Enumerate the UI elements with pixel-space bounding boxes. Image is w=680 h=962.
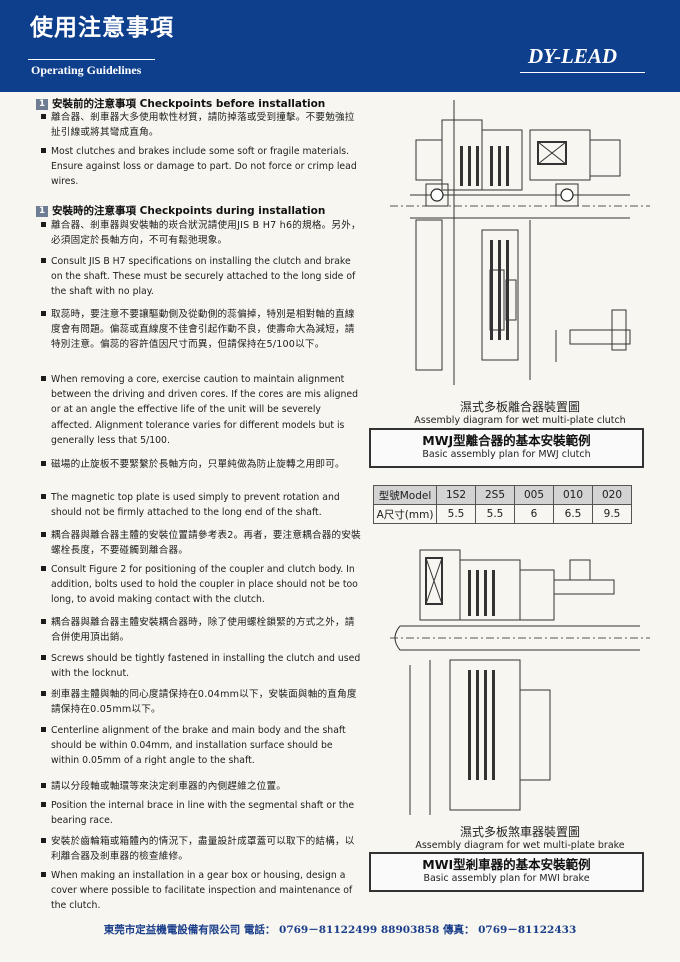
brake-plan-box: MWI型剎車器的基本安裝範例 Basic assembly plan for M… <box>369 852 644 892</box>
brake-assembly-diagram <box>390 549 650 815</box>
bullet-icon <box>41 148 46 153</box>
brand-logo: DY-LEAD <box>528 44 618 68</box>
clutch-assembly-diagram <box>390 100 650 385</box>
brake-caption-en: Assembly diagram for wet multi-plate bra… <box>415 840 625 851</box>
bullet-icon <box>41 619 46 624</box>
table-cell: 6 <box>514 504 554 524</box>
list-item: 取蕊時，要注意不要讓驅動側及從動側的蕊偏掉，特別是相對軸的直線度會有問題。偏蕊或… <box>41 307 361 353</box>
list-item: 耦合器與離合器主體安裝耦合器時，除了使用螺栓鎖緊的方式之外，請合併使用頂出銷。 <box>41 615 361 645</box>
dimension-table: 型號Model 1S2 2S5 005 010 020 A尺寸(mm) 5.5 … <box>373 485 632 524</box>
bullet-icon <box>41 802 46 807</box>
list-item: Screws should be tightly fastened in ins… <box>41 651 361 681</box>
brake-plan-title: MWI型剎車器的基本安裝範例 <box>422 857 591 872</box>
list-item: When making an installation in a gear bo… <box>41 868 361 914</box>
table-cell: 005 <box>514 485 554 505</box>
brake-plan-subtitle: Basic assembly plan for MWI brake <box>423 873 590 884</box>
bullet-icon <box>41 727 46 732</box>
brake-caption: 濕式多板煞車器裝置圖 Assembly diagram for wet mult… <box>400 823 640 851</box>
bullet-icon <box>41 872 46 877</box>
list-item: Centerline alignment of the brake and ma… <box>41 723 361 769</box>
title-rule <box>28 59 155 60</box>
table-cell: 5.5 <box>436 504 476 524</box>
list-item: 剎車器主體與軸的同心度請保持在0.04mm以下，安裝面與軸的直角度請保持在0.0… <box>41 687 361 717</box>
table-cell: 6.5 <box>553 504 593 524</box>
section-title-during: 1 安裝時的注意事項 Checkpoints during installatio… <box>36 203 325 218</box>
page-subtitle: Operating Guidelines <box>31 63 142 77</box>
list-item: When removing a core, exercise caution t… <box>41 372 361 448</box>
list-item: 磁場的止旋板不要緊繫於長軸方向，只單純做為防止旋轉之用即可。 <box>41 457 361 472</box>
list-item: 離合器、剎車器大多使用軟性材質，請防掉落或受到撞擊。不要勉強拉扯引線或將其彎成直… <box>41 110 361 140</box>
section-title-before: 1 安裝前的注意事項 Checkpoints before installatio… <box>36 96 325 111</box>
list-item: Most clutches and brakes include some so… <box>41 144 361 190</box>
bullet-icon <box>41 258 46 263</box>
bullet-icon <box>41 311 46 316</box>
list-item: Consult JIS B H7 specifications on insta… <box>41 254 361 300</box>
bullet-icon <box>41 114 46 119</box>
list-item: 耦合器與離合器主體的安裝位置請參考表2。再者，要注意耦合器的安裝螺栓長度，不要碰… <box>41 528 361 558</box>
table-cell: 9.5 <box>592 504 632 524</box>
list-item: 安裝於齒輪箱或箱體內的情況下，盡量設計成罩蓋可以取下的結構，以利離合器及剎車器的… <box>41 834 361 864</box>
table-cell: 2S5 <box>475 485 515 505</box>
page-title: 使用注意事項 <box>30 14 174 41</box>
clutch-caption-cn: 濕式多板離合器裝置圖 <box>459 400 580 414</box>
table-header-row: 型號Model 1S2 2S5 005 010 020 <box>373 485 632 505</box>
clutch-plan-box: MWJ型離合器的基本安裝範例 Basic assembly plan for M… <box>369 428 644 468</box>
list-item: 請以分段軸或軸環等來決定剎車器的內側趕維之位置。 <box>41 779 361 794</box>
table-row: A尺寸(mm) 5.5 5.5 6 6.5 9.5 <box>373 504 632 524</box>
brand-rule <box>520 72 645 73</box>
bullet-icon <box>41 222 46 227</box>
page-header: 使用注意事項 Operating Guidelines DY-LEAD <box>0 0 680 92</box>
bullet-icon <box>41 376 46 381</box>
bullet-icon <box>41 691 46 696</box>
table-cell: 型號Model <box>373 485 437 505</box>
clutch-caption: 濕式多板離合器裝置圖 Assembly diagram for wet mult… <box>400 398 640 426</box>
table-cell: 5.5 <box>475 504 515 524</box>
bullet-icon <box>41 783 46 788</box>
table-cell: 1S2 <box>436 485 476 505</box>
section-title-text: 安裝時的注意事項 Checkpoints during installation <box>52 205 326 217</box>
section-number: 1 <box>36 206 48 217</box>
section-number: 1 <box>36 99 48 110</box>
bullet-icon <box>41 655 46 660</box>
list-item: Consult Figure 2 for positioning of the … <box>41 562 361 608</box>
clutch-plan-title: MWJ型離合器的基本安裝範例 <box>422 433 591 448</box>
list-item: Position the internal brace in line with… <box>41 798 361 828</box>
bullet-icon <box>41 461 46 466</box>
brake-caption-cn: 濕式多板煞車器裝置圖 <box>459 825 580 839</box>
table-cell: 010 <box>553 485 593 505</box>
bullet-icon <box>41 494 46 499</box>
bullet-icon <box>41 838 46 843</box>
bullet-icon <box>41 566 46 571</box>
list-item: 離合器、剎車器與安裝軸的崁合狀況請使用JIS B H7 h6的規格。另外，必須固… <box>41 218 361 248</box>
section-title-text: 安裝前的注意事項 Checkpoints before installation <box>52 98 326 110</box>
table-cell: A尺寸(mm) <box>373 504 437 524</box>
list-item: The magnetic top plate is used simply to… <box>41 490 361 520</box>
clutch-caption-en: Assembly diagram for wet multi-plate clu… <box>414 415 626 426</box>
clutch-plan-subtitle: Basic assembly plan for MWJ clutch <box>422 449 591 460</box>
bullet-icon <box>41 532 46 537</box>
table-cell: 020 <box>592 485 632 505</box>
footer-contact: 東莞市定益機電設備有限公司 電話： 0769－81122499 88903858… <box>103 924 577 936</box>
